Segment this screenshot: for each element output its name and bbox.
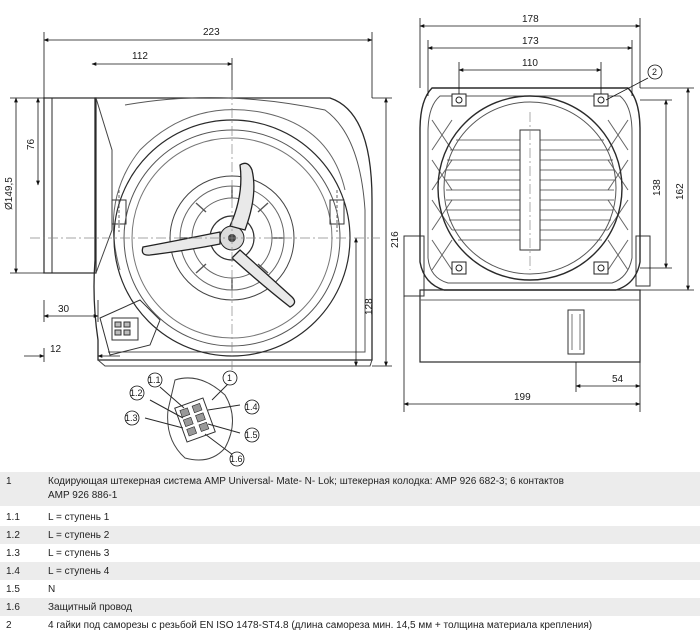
dim-axis-height: 128 [364,298,375,315]
callout-2: 2 [652,67,657,77]
dim-inlet-offset: 112 [132,51,148,62]
dim-bottom-offset: 12 [50,344,62,355]
callout-2-circle [647,64,663,80]
dim-left-offset: 30 [58,304,70,315]
right-dimension-lines [403,18,694,412]
dim-height-right: 162 [675,183,686,200]
legend-id: 1 [6,476,12,487]
dim-inlet-height: 76 [26,138,37,150]
legend-text: 4 гайки под саморезы с резьбой EN ISO 14… [48,620,593,631]
callout-1-1: 1.1 [148,375,161,385]
legend-row: 1.5 N [0,580,700,598]
legend-row: 1.4 L = ступень 4 [0,562,700,580]
left-view [30,90,380,375]
technical-drawing: 223 112 Ø149,5 76 216 128 30 12 1.1 1.2 … [4,14,694,467]
legend-id: 1.1 [6,512,20,523]
legend-id: 1.4 [6,566,20,577]
legend-text-line: Кодирующая штекерная система AMP Univers… [48,476,564,487]
legend-row: 1.2 L = ступень 2 [0,526,700,544]
callout-1: 1 [227,373,232,383]
legend-table: 1 Кодирующая штекерная система AMP Unive… [0,472,700,642]
legend-row: 2 4 гайки под саморезы с резьбой EN ISO … [0,616,700,634]
left-dimension-lines [10,32,392,367]
callout-1-5: 1.5 [245,430,258,440]
legend-text: Кодирующая штекерная система AMP Univers… [48,475,688,503]
legend-text: L = ступень 2 [48,530,110,541]
dim-inlet-diameter: Ø149,5 [4,177,15,210]
legend-row: 1 Кодирующая штекерная система AMP Unive… [0,472,700,506]
dim-depth: 199 [514,392,531,403]
legend-row: 1.6 Защитный провод [0,598,700,616]
dim-hole-height: 138 [652,179,663,196]
legend-row: 1.3 L = ступень 3 [0,544,700,562]
callout-1-3: 1.3 [125,413,138,423]
callout-1-6: 1.6 [230,454,243,464]
legend-text: L = ступень 4 [48,566,110,577]
dim-overall-width-right: 178 [522,14,539,25]
dim-overall-width-left: 223 [203,27,220,38]
callout-1-2: 1.2 [130,388,143,398]
legend-id: 1.2 [6,530,20,541]
connector-detail [144,377,241,461]
legend-id: 1.5 [6,584,20,595]
dim-inner-width: 173 [522,36,539,47]
legend-text: Защитный провод [48,602,132,613]
legend-text: L = ступень 1 [48,512,110,523]
legend-text-line: AMP 926 886-1 [48,490,118,501]
dim-hole-spacing: 110 [522,58,538,69]
right-view [403,87,651,363]
dim-motor-offset: 54 [612,374,624,385]
pin-callouts: 1.1 1.2 1.3 1.4 1.5 1.6 1 [124,370,260,467]
legend-row: 1.1 L = ступень 1 [0,508,700,526]
legend-text: L = ступень 3 [48,548,110,559]
callout-1-4: 1.4 [245,402,258,412]
legend-id: 1.6 [6,602,20,613]
legend-text: N [48,584,56,595]
legend-id: 2 [6,620,12,631]
dim-height-left: 216 [390,231,401,248]
legend-id: 1.3 [6,548,20,559]
